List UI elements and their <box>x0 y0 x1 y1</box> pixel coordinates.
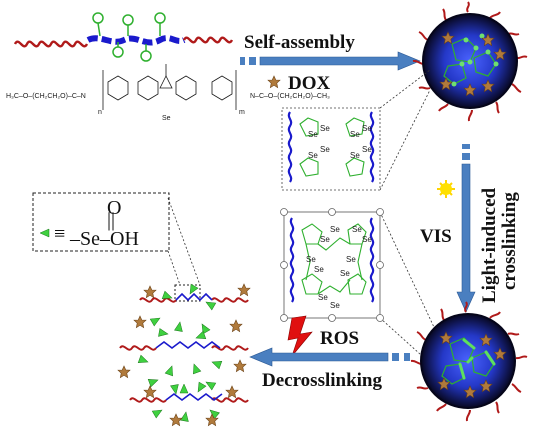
micelle-top <box>412 1 528 122</box>
peg-chain-left <box>13 40 89 48</box>
decrosslinked-polymers <box>117 283 251 426</box>
light-crosslinking-arrow <box>456 144 476 313</box>
polymer-structure <box>13 12 234 62</box>
svg-text:Se: Se <box>320 235 330 244</box>
chem-peg-left: H₃C–O–(CH₂CH₂O)–C–N <box>6 93 86 100</box>
decrosslinking-label: Decrosslinking <box>262 370 383 391</box>
peg-chain-right <box>182 36 234 44</box>
chem-n-subscript: n <box>98 109 102 116</box>
svg-text:Se: Se <box>352 225 362 234</box>
chem-m-subscript: m <box>239 109 245 116</box>
micelle-bottom <box>410 301 528 422</box>
chemical-structure: H₃C–O–(CH₂CH₂O)–C–N Se m n N–C–O–(CH₂CH₂… <box>6 64 330 122</box>
legend-callout <box>167 197 201 302</box>
crosslinking-label: crosslinking <box>499 192 520 290</box>
dox-label: DOX <box>288 73 331 94</box>
vis-label: VIS <box>420 226 452 247</box>
legend-double-bond: || <box>107 209 115 231</box>
lightning-ros-icon <box>287 315 313 357</box>
chem-peg-right: N–C–O–(CH₂CH₂O)–CH₃ <box>250 93 330 100</box>
self-assembly-label: Self-assembly <box>244 32 355 53</box>
svg-text:Se: Se <box>350 130 360 139</box>
pendant-diselenide-rings <box>92 12 166 62</box>
legend-oxygen: O <box>107 197 121 219</box>
svg-text:Se: Se <box>330 225 340 234</box>
svg-text:Se: Se <box>318 293 328 302</box>
svg-text:Se: Se <box>314 265 324 274</box>
core-block <box>86 35 186 46</box>
sun-icon <box>437 180 455 198</box>
svg-text:Se: Se <box>320 124 330 133</box>
svg-text:Se: Se <box>308 130 318 139</box>
chem-se-ring: Se <box>162 115 171 122</box>
legend-equiv: ≡ <box>54 223 65 245</box>
ros-label: ROS <box>320 328 359 349</box>
svg-text:Se: Se <box>340 269 350 278</box>
star-dox-icon <box>267 75 281 88</box>
legend-seleninic: –Se–OH <box>69 228 139 250</box>
svg-text:Se: Se <box>308 151 318 160</box>
self-assembly-arrow <box>240 51 421 71</box>
svg-text:Se: Se <box>320 145 330 154</box>
svg-text:Se: Se <box>346 255 356 264</box>
svg-text:Se: Se <box>362 235 372 244</box>
svg-text:Se: Se <box>350 151 360 160</box>
svg-text:Se: Se <box>306 255 316 264</box>
svg-text:Se: Se <box>330 301 340 310</box>
decrosslinking-arrow <box>249 347 410 367</box>
seleninic-acid-legend: ≡ O || –Se–OH <box>32 192 170 252</box>
light-induced-label: Light-induced <box>479 187 500 303</box>
svg-text:Se: Se <box>362 145 372 154</box>
svg-text:Se: Se <box>362 124 372 133</box>
